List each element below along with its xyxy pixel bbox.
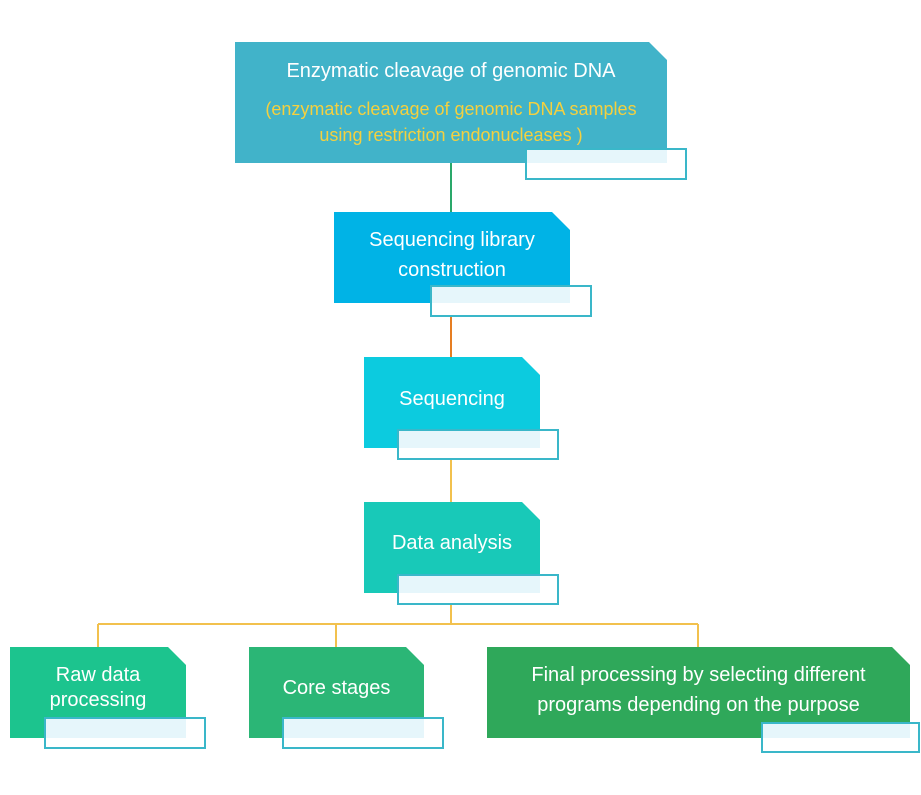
tag-fill-raw <box>46 719 186 738</box>
tag-fill-analysis <box>399 576 540 593</box>
node-library-title: Sequencing library construction <box>369 229 535 281</box>
tag-box-sequencing <box>397 429 559 460</box>
tag-fill-sequencing <box>399 431 540 448</box>
node-core-title: Core stages <box>282 677 391 699</box>
tag-fill-library <box>432 287 570 303</box>
node-enzymatic-title: Enzymatic cleavage of genomic DNA <box>286 60 616 82</box>
node-sequencing-title: Sequencing <box>399 388 505 410</box>
tag-box-library <box>430 285 592 317</box>
tag-box-analysis <box>397 574 559 605</box>
node-raw-title: Raw data processing <box>49 664 147 711</box>
tag-fill-final <box>763 724 910 738</box>
tag-fill-core <box>284 719 424 738</box>
tag-box-enzymatic <box>525 148 687 180</box>
node-analysis-title: Data analysis <box>391 532 513 554</box>
node-enzymatic-cleavage: Enzymatic cleavage of genomic DNA (enzym… <box>235 42 667 163</box>
tag-fill-enzymatic <box>527 150 667 163</box>
tag-box-core <box>282 717 444 749</box>
node-enzymatic-subtitle: (enzymatic cleavage of genomic DNA sampl… <box>265 99 637 145</box>
node-final-title: Final processing by selecting different … <box>531 664 866 716</box>
tag-box-final <box>761 722 920 753</box>
tag-box-raw <box>44 717 206 749</box>
